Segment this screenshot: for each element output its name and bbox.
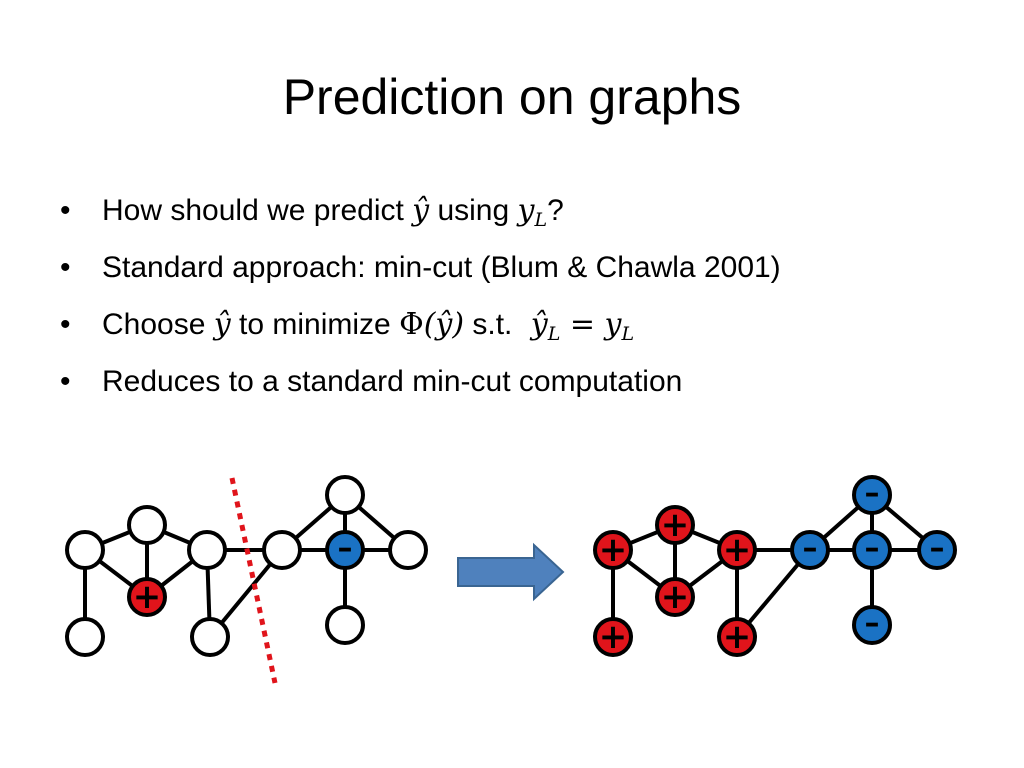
plus-icon: + (661, 505, 690, 545)
right-positive-node (593, 617, 633, 657)
minus-icon: – (865, 531, 880, 566)
math-constraint: ŷL = yL (530, 307, 635, 345)
bullet-text: s.t. (464, 308, 521, 341)
left-unlabeled-node (187, 530, 227, 570)
bullet-text: Standard approach: min-cut (Blum & Chawl… (102, 251, 781, 284)
bullet-glyph: • (60, 194, 71, 227)
minus-icon: – (803, 531, 818, 566)
right-arrow-icon (457, 542, 565, 602)
math-y-hat: ŷ (412, 193, 430, 228)
plus-icon: + (599, 530, 628, 570)
left-unlabeled-node (388, 530, 428, 570)
math-phi: Φ(ŷ) (399, 307, 465, 342)
bullet-item: • Reduces to a standard min-cut computat… (60, 357, 781, 414)
right-negative-node (790, 530, 830, 570)
right-positive-node (655, 577, 695, 617)
right-positive-node (717, 617, 757, 657)
plus-icon: + (133, 577, 162, 617)
bullet-glyph: • (60, 308, 71, 341)
right-positive-node (593, 530, 633, 570)
left-positive-node (127, 577, 167, 617)
math-y-hat: ŷ (213, 307, 231, 342)
math-y-l: yL (517, 193, 548, 231)
left-unlabeled-node (325, 475, 365, 515)
left-unlabeled-node (127, 505, 167, 545)
left-negative-node (325, 530, 365, 570)
bullet-text: ? (547, 194, 564, 227)
min-cut-line (229, 477, 278, 684)
plus-icon: + (599, 617, 628, 657)
bullet-text: Choose (102, 308, 214, 341)
right-negative-node (852, 475, 892, 515)
left-unlabeled-node (262, 530, 302, 570)
bullet-glyph: • (60, 251, 71, 284)
plus-icon: + (723, 530, 752, 570)
minus-icon: – (338, 531, 353, 566)
right-graph: + + + + + + – – – – – (593, 475, 957, 657)
left-unlabeled-node (65, 530, 105, 570)
plus-icon: + (723, 617, 752, 657)
right-negative-node (917, 530, 957, 570)
bullet-item: • Standard approach: min-cut (Blum & Cha… (60, 243, 781, 300)
bullet-text: using (429, 194, 518, 227)
left-unlabeled-node (190, 617, 230, 657)
left-unlabeled-node (65, 617, 105, 657)
right-positive-node (717, 530, 757, 570)
left-graph: +– (65, 475, 428, 657)
right-negative-node (852, 605, 892, 645)
bullet-text: Reduces to a standard min-cut computatio… (102, 365, 683, 398)
minus-icon: – (865, 476, 880, 511)
right-positive-node (655, 505, 695, 545)
right-negative-node (852, 530, 892, 570)
plus-icon: + (661, 577, 690, 617)
slide-title: Prediction on graphs (282, 69, 742, 125)
bullet-item: • How should we predict ŷ using yL? (60, 186, 781, 243)
bullet-list: • How should we predict ŷ using yL? • St… (60, 186, 781, 414)
bullet-glyph: • (60, 365, 71, 398)
left-unlabeled-node (325, 605, 365, 645)
bullet-item: • Choose ŷ to minimize Φ(ŷ) s.t. ŷL = yL (60, 300, 781, 357)
minus-icon: – (865, 606, 880, 641)
minus-icon: – (930, 531, 945, 566)
bullet-text: to minimize (230, 308, 400, 341)
bullet-text: How should we predict (102, 194, 413, 227)
